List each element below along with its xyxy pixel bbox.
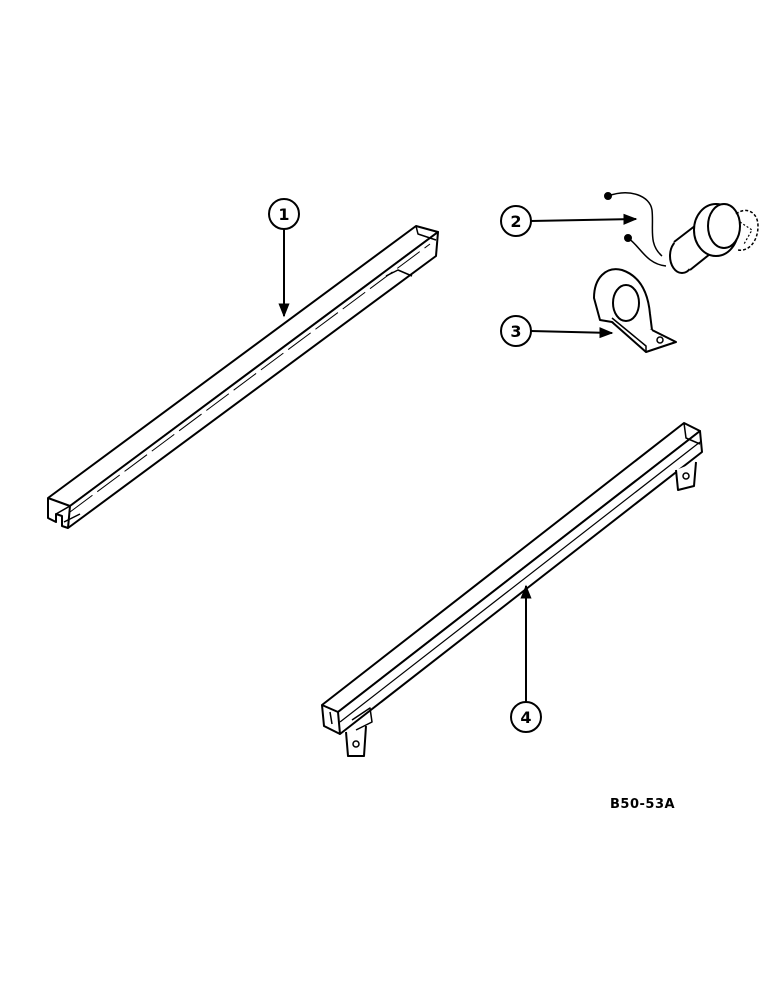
channel-rail-4 (321, 422, 703, 757)
callout-4: 4 (510, 584, 542, 733)
callout-2: 2 (500, 205, 638, 237)
callout-3-label: 3 (510, 322, 521, 341)
callout-2-label: 2 (510, 212, 521, 231)
channel-rail-1 (47, 225, 439, 529)
mounting-bracket-3 (593, 268, 677, 353)
diagram-reference-code: B50-53A (610, 797, 676, 812)
callout-3: 3 (500, 315, 614, 347)
callout-4-label: 4 (520, 708, 531, 727)
callout-1: 1 (268, 198, 300, 318)
callout-1-label: 1 (278, 205, 289, 224)
socket-plug-2 (604, 192, 759, 274)
